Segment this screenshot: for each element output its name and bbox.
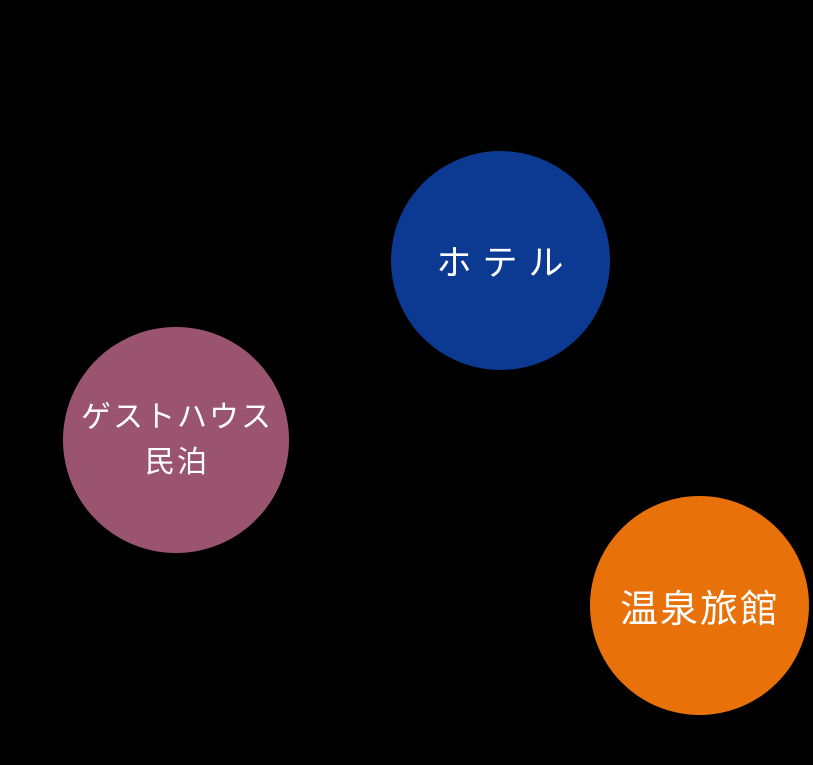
bubble-hotel-label: ホテル: [436, 243, 575, 283]
bubble-guesthouse-minpaku: ゲストハウス 民泊: [63, 327, 289, 553]
bubble-guesthouse-label-line1: ゲストハウス: [81, 401, 273, 434]
bubble-guesthouse-label-line2: 民泊: [145, 446, 209, 479]
bubble-onsen-label: 温泉旅館: [619, 588, 780, 631]
bubble-hotel: ホテル: [390, 150, 610, 370]
bubble-onsen-ryokan: 温泉旅館: [589, 495, 809, 715]
